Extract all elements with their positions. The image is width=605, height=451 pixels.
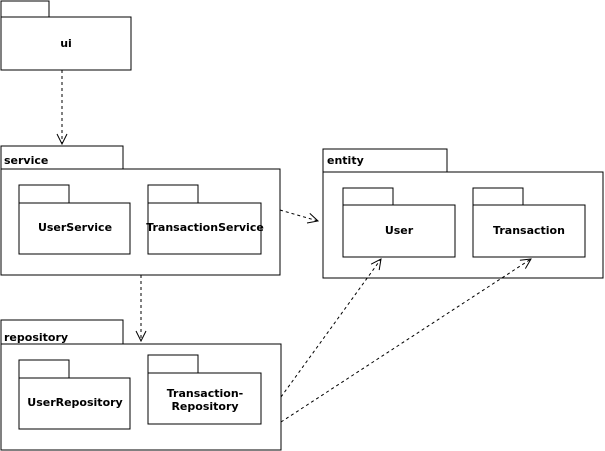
package-user-service-label: UserService bbox=[38, 221, 112, 234]
package-user-service-body bbox=[18, 202, 131, 255]
dependency-repository-to-transaction bbox=[280, 259, 531, 423]
package-transaction-tab bbox=[472, 187, 524, 206]
package-ui-body bbox=[0, 16, 132, 71]
package-transaction-repository-tab bbox=[147, 354, 199, 374]
package-transaction-service-label: TransactionService bbox=[146, 221, 264, 234]
package-user-repository-body bbox=[18, 377, 131, 430]
package-transaction[interactable]: Transaction bbox=[472, 187, 586, 258]
package-repository-label: repository bbox=[4, 331, 68, 344]
package-user-repository-label: UserRepository bbox=[27, 396, 122, 409]
package-repository[interactable]: repository UserRepository Transaction- R… bbox=[0, 319, 282, 451]
package-entity[interactable]: entity User Transaction bbox=[322, 148, 604, 279]
package-user-tab bbox=[342, 187, 394, 206]
package-transaction-repository-label-line2: Repository bbox=[171, 400, 238, 413]
dependency-repository-to-user bbox=[280, 259, 381, 398]
package-transaction-label: Transaction bbox=[493, 224, 565, 237]
package-entity-label: entity bbox=[327, 154, 364, 167]
package-user-label: User bbox=[385, 224, 414, 237]
package-user-repository[interactable]: UserRepository bbox=[18, 359, 131, 430]
package-transaction-repository-label-line1: Transaction- bbox=[167, 387, 243, 400]
package-user[interactable]: User bbox=[342, 187, 456, 258]
package-transaction-service[interactable]: TransactionService bbox=[146, 184, 264, 255]
package-transaction-body bbox=[472, 204, 586, 258]
dependency-service-to-entity bbox=[279, 209, 318, 221]
package-user-service-tab bbox=[18, 184, 70, 204]
package-user-body bbox=[342, 204, 456, 258]
package-transaction-service-tab bbox=[147, 184, 199, 204]
package-transaction-repository[interactable]: Transaction- Repository bbox=[147, 354, 262, 425]
package-ui-tab bbox=[0, 0, 50, 18]
package-service[interactable]: service UserService TransactionService bbox=[0, 145, 281, 276]
package-transaction-repository-body bbox=[147, 372, 262, 425]
package-user-repository-tab bbox=[18, 359, 70, 379]
package-service-label: service bbox=[4, 154, 48, 167]
package-ui[interactable]: ui bbox=[0, 0, 132, 71]
package-repository-tab bbox=[0, 319, 124, 345]
package-ui-label: ui bbox=[60, 37, 72, 50]
dependencies bbox=[62, 70, 531, 423]
package-user-service[interactable]: UserService bbox=[18, 184, 131, 255]
package-transaction-service-body bbox=[147, 202, 262, 255]
